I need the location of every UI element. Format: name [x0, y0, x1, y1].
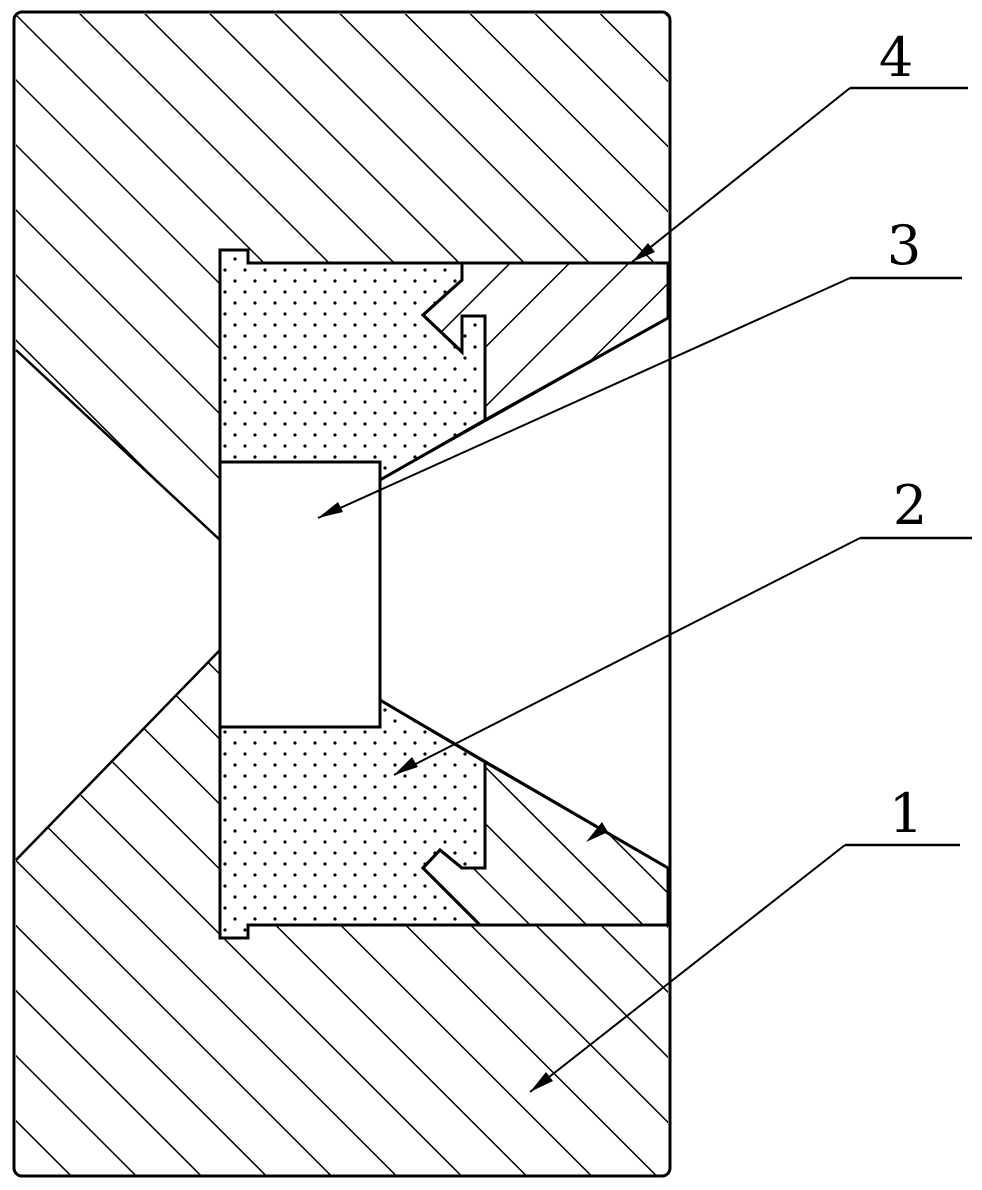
- part-3-lower-seal: [218, 697, 487, 940]
- callout-1: 1: [529, 782, 960, 1093]
- interface-lines: [248, 261, 668, 927]
- part-1-body: [16, 14, 668, 1175]
- callout-2-label: 2: [893, 474, 927, 537]
- callout-4: 4: [631, 26, 968, 263]
- conical-bore-lines: [15, 316, 669, 870]
- callout-4-label: 4: [879, 26, 913, 89]
- callout-3-label: 3: [887, 214, 921, 277]
- callouts: 4 3 2 1: [317, 26, 972, 1093]
- leader-part-2-pointer: [586, 822, 608, 842]
- callout-3: 3: [317, 214, 962, 519]
- part-3-upper-seal: [218, 248, 487, 483]
- callout-2: 2: [393, 474, 972, 776]
- outer-frame: [12, 10, 672, 1178]
- center-bore: [218, 460, 382, 729]
- part-1-lower-hatch: [16, 650, 668, 1175]
- callout-1-label: 1: [889, 782, 923, 845]
- part-3-seal: [218, 248, 487, 940]
- part-1-upper-hatch: [16, 14, 668, 540]
